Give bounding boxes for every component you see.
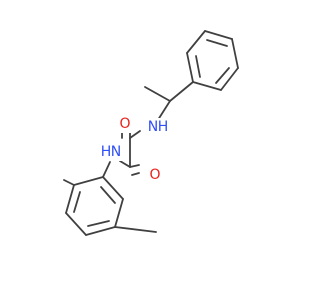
bond [231, 38, 239, 69]
nitrogen-label-top: N [148, 119, 158, 135]
bond [65, 184, 75, 214]
bond [119, 160, 131, 168]
bond [114, 198, 124, 228]
bond [204, 30, 233, 40]
oxygen-label-top: O [119, 116, 130, 132]
bond [73, 191, 81, 213]
structure-diagram: O N H H N O [63, 30, 239, 236]
bond [186, 52, 194, 83]
bond [144, 86, 171, 102]
bond [220, 67, 239, 91]
bond [192, 81, 222, 91]
bond [215, 67, 230, 84]
hydrogen-label-bottom: H [101, 144, 112, 160]
bond [195, 55, 201, 78]
bond [102, 161, 111, 178]
atom-bg [118, 117, 132, 133]
bond [100, 186, 116, 204]
atom-bg [142, 118, 172, 136]
hydrogen-label-top: H [158, 119, 169, 135]
bond [131, 172, 140, 176]
bond [102, 176, 124, 200]
bond [63, 179, 75, 186]
bond [73, 176, 104, 186]
molecule-canvas: O N H H N O [63, 30, 239, 236]
atom-bg [148, 167, 162, 183]
bond [114, 226, 157, 233]
nitrogen-label-bottom: N [111, 144, 121, 160]
bond [87, 220, 110, 227]
bond [206, 39, 228, 47]
atom-bg [98, 143, 126, 161]
bond [129, 130, 141, 139]
bond [186, 30, 206, 54]
oxygen-label-bottom: O [149, 167, 160, 183]
bond [129, 164, 140, 168]
bonds [63, 30, 239, 236]
bond [169, 81, 194, 102]
bond [65, 212, 87, 236]
bond [85, 226, 116, 236]
atom-labels: O N H H N O [98, 116, 172, 183]
